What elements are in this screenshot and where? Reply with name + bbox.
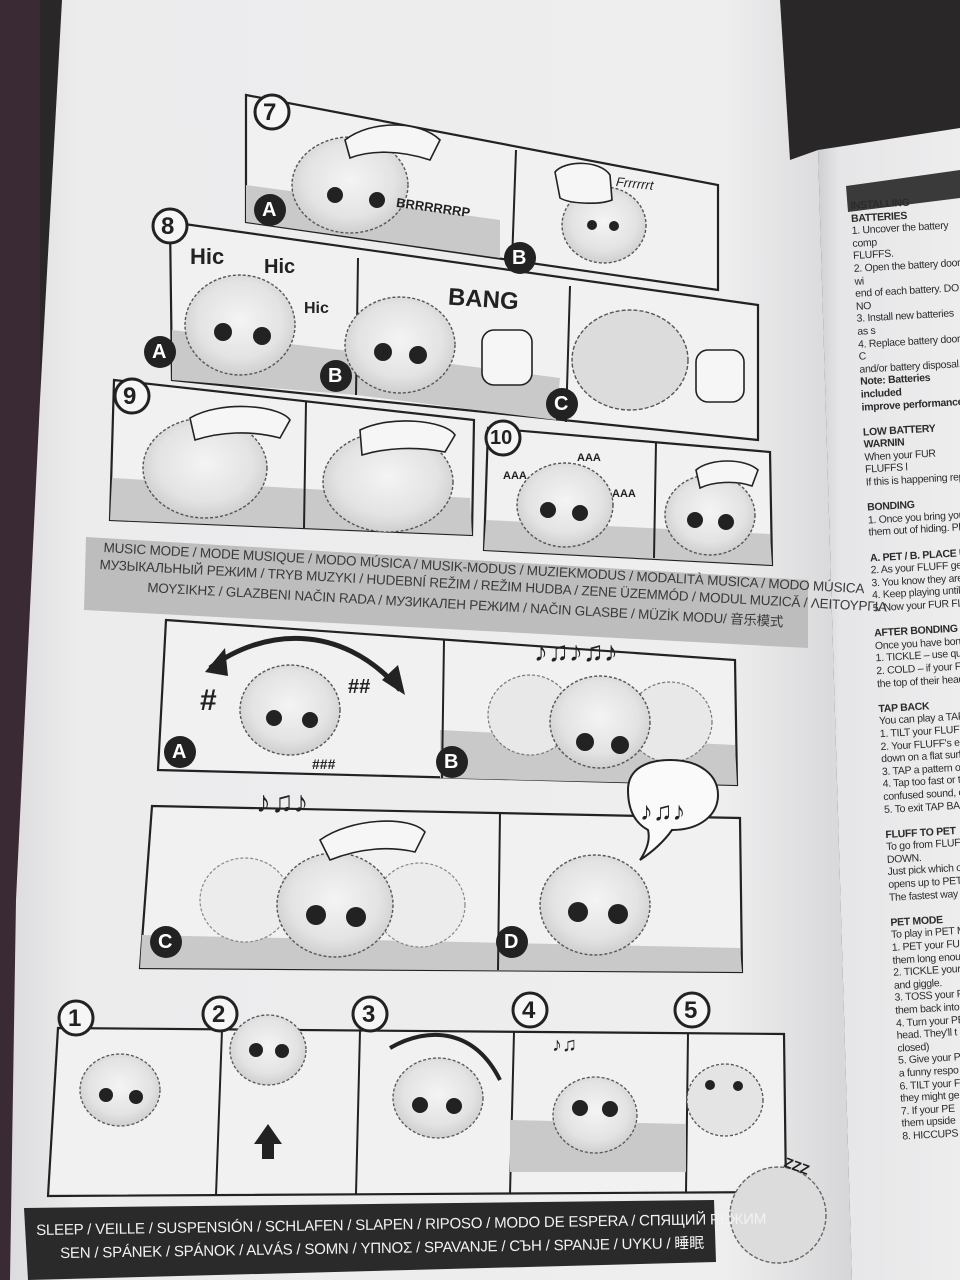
sfx-hash-1: # — [200, 684, 217, 717]
step-number-5: 5 — [684, 997, 698, 1024]
music-notes-c-icon: ♪♫♪ — [256, 786, 309, 819]
letter-c-music: C — [158, 931, 173, 953]
panel-music-cd — [138, 758, 744, 974]
music-notes-d-icon: ♪♫♪ — [640, 796, 686, 826]
step-number-2: 2 — [212, 1001, 226, 1028]
sleeping-fluff — [729, 1166, 827, 1264]
letter-b-music: B — [444, 751, 459, 773]
letter-b-7: B — [512, 247, 527, 269]
step-number-circles — [57, 93, 711, 1037]
step-number-7: 7 — [263, 99, 277, 126]
letter-b-8: B — [328, 365, 343, 387]
sfx-bang: BANG — [447, 283, 520, 316]
character-eyes — [99, 187, 743, 1117]
panel-step-10 — [482, 426, 774, 567]
sfx-hic-1: Hic — [190, 244, 225, 269]
letter-a-music: A — [172, 741, 187, 763]
sfx-hash-3: ### — [312, 756, 336, 772]
music-notes-b-icon: ♪♫♪♫♪ — [534, 636, 618, 667]
letter-c-8: C — [554, 393, 569, 415]
right-page-header-bar — [846, 170, 960, 212]
panel-letter-circles — [144, 194, 578, 958]
panel-step-7 — [244, 93, 720, 292]
letter-d-music: D — [504, 931, 519, 953]
right-page — [818, 128, 960, 1280]
letter-a-7: A — [262, 199, 277, 221]
step-number-4: 4 — [522, 997, 536, 1024]
step-number-8: 8 — [161, 213, 175, 240]
panel-step-9 — [108, 378, 476, 537]
sfx-hic-2: Hic — [264, 256, 296, 278]
step-number-1: 1 — [68, 1005, 82, 1032]
step-number-9: 9 — [123, 383, 137, 410]
sfx-hash-2: ## — [348, 676, 371, 698]
sfx-hic-3: Hic — [304, 300, 329, 317]
sfx-aaa-3: AAA — [612, 488, 636, 500]
letter-a-8: A — [152, 341, 167, 363]
sfx-aaa-1: AAA — [503, 470, 527, 482]
music-notes-4-icon: ♪♫ — [552, 1034, 577, 1056]
music-mode-banner — [84, 537, 808, 648]
step-number-3: 3 — [362, 1001, 376, 1028]
panel-step-8 — [168, 220, 760, 442]
sfx-aaa-2: AAA — [577, 452, 601, 464]
step-number-10: 10 — [490, 427, 513, 449]
sleep-mode-banner — [24, 1200, 716, 1280]
